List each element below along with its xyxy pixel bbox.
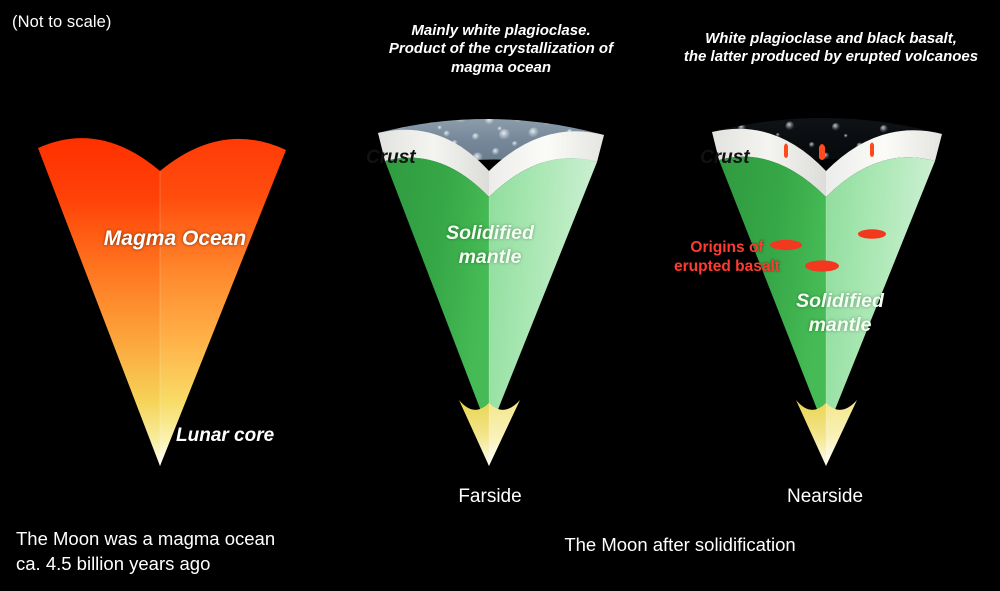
nearside-mantle-left	[719, 156, 826, 432]
farside-mantle-right	[489, 158, 597, 432]
basalt-origin-conduits	[770, 142, 886, 272]
magma-wedge-left-face	[38, 138, 160, 467]
magma-ocean-wedge	[38, 138, 286, 467]
farside-crust-left	[378, 129, 489, 197]
farside-mantle-left	[385, 157, 489, 432]
magma-reservoir-2	[805, 260, 839, 272]
nearside-crust-left	[712, 128, 826, 197]
eruption-vent-1	[784, 143, 788, 158]
magma-wedge-right-face	[160, 138, 286, 466]
nearside-core-right	[826, 400, 857, 466]
farside-core-right	[489, 400, 520, 466]
magma-reservoir-1	[770, 239, 802, 251]
nearside-crust-right	[826, 130, 942, 197]
nearside-wedge	[712, 117, 942, 466]
farside-crust-right	[489, 131, 604, 197]
eruption-vent-2	[819, 144, 825, 160]
farside-core-left	[459, 400, 489, 466]
farside-wedge	[378, 118, 604, 466]
nearside-core-left	[796, 400, 826, 466]
eruption-vent-3	[870, 142, 874, 157]
magma-reservoir-3	[858, 229, 886, 239]
nearside-mantle-right	[826, 157, 935, 432]
